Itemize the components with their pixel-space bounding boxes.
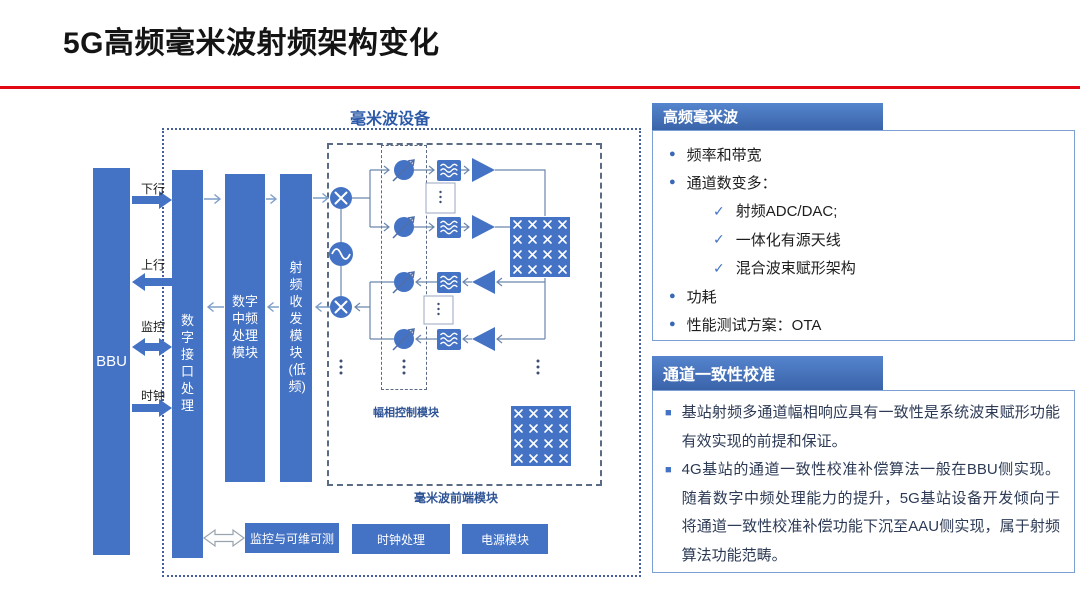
power-module-label: 电源模块 — [480, 532, 529, 547]
check-icon: ✓ — [713, 231, 725, 248]
list-item-text: 射频ADC/DAC; — [735, 203, 838, 221]
monitor-module-label: 监控与可维可测 — [249, 531, 334, 546]
list-item-text: 一体化有源天线 — [735, 231, 841, 249]
clock-label: 时钟 — [140, 389, 165, 403]
list-item: ● 频率和带宽 — [669, 140, 1066, 168]
title-underline — [0, 86, 1080, 89]
bbu-label: BBU — [96, 353, 127, 370]
list-item-text: 频率和带宽 — [686, 146, 762, 164]
panel-hf-title: 高频毫米波 — [663, 109, 739, 126]
list-item-text: 通道数变多： — [686, 175, 777, 193]
panel-calib-title: 通道一致性校准 — [663, 367, 776, 384]
list-item: ✓ 射频ADC/DAC; — [669, 197, 1066, 225]
list-item: ● 通道数变多： — [669, 168, 1066, 196]
power-module-box: 电源模块 — [462, 524, 548, 554]
panel-hf-header: 高频毫米波 — [652, 103, 883, 130]
list-item: ■ 4G基站的通道一致性校准补偿算法一般在BBU侧实现。随着数字中频处理能力的提… — [665, 456, 1060, 570]
square-bullet-icon: ■ — [665, 464, 672, 476]
clock-module-label: 时钟处理 — [376, 532, 425, 547]
bullet-icon: ● — [669, 289, 676, 302]
list-item: ✓ 一体化有源天线 — [669, 225, 1066, 253]
monitor-module-box: 监控与可维可测 — [245, 523, 339, 553]
phase-control-label: 幅相控制模块 — [373, 407, 439, 419]
bullet-icon: ● — [669, 176, 676, 189]
bullet-icon: ● — [669, 318, 676, 331]
panel-calib-body: ■ 基站射频多通道幅相响应具有一致性是系统波束赋形功能有效实现的前提和保证。 ■… — [652, 390, 1075, 573]
mmwave-frontend-box — [327, 143, 602, 486]
panel-channel-calibration: 通道一致性校准 ■ 基站射频多通道幅相响应具有一致性是系统波束赋形功能有效实现的… — [652, 356, 1075, 573]
list-item-text: 4G基站的通道一致性校准补偿算法一般在BBU侧实现。随着数字中频处理能力的提升，… — [681, 461, 1060, 564]
list-item: ✓ 混合波束赋形架构 — [669, 254, 1066, 282]
phase-control-box — [381, 145, 427, 390]
rf-transceiver-label: 射频收发模块(低频) — [288, 260, 306, 394]
list-item-text: 性能测试方案：OTA — [686, 317, 822, 335]
digital-if-label: 数字中频处理模块 — [231, 294, 258, 360]
square-bullet-icon: ■ — [665, 407, 672, 419]
panel-hf-mmwave: 高频毫米波 ● 频率和带宽 ● 通道数变多： ✓ 射频ADC/DAC; ✓ 一体 — [652, 103, 1075, 341]
panel-calib-header: 通道一致性校准 — [652, 356, 883, 390]
digital-interface-label: 数字接口处理 — [180, 313, 194, 413]
list-item: ■ 基站射频多通道幅相响应具有一致性是系统波束赋形功能有效实现的前提和保证。 — [665, 399, 1060, 456]
list-item-text: 功耗 — [686, 288, 717, 306]
list-item-text: 混合波束赋形架构 — [735, 260, 856, 278]
monitor-label: 监控 — [140, 320, 165, 334]
mmwave-frontend-label: 毫米波前端模块 — [413, 491, 498, 505]
list-item: ● 性能测试方案：OTA — [669, 310, 1066, 338]
bbu-block: BBU — [93, 168, 130, 555]
digital-if-block: 数字中频处理模块 — [225, 174, 265, 482]
bullet-icon: ● — [669, 147, 676, 160]
downlink-label: 下行 — [140, 182, 165, 196]
page-title: 5G高频毫米波射频架构变化 — [63, 27, 440, 60]
clock-module-box: 时钟处理 — [352, 524, 450, 554]
mmwave-device-label: 毫米波设备 — [349, 111, 430, 128]
list-item-text: 基站射频多通道幅相响应具有一致性是系统波束赋形功能有效实现的前提和保证。 — [681, 404, 1060, 450]
panel-hf-body: ● 频率和带宽 ● 通道数变多： ✓ 射频ADC/DAC; ✓ 一体化有源天线 … — [652, 130, 1075, 341]
check-icon: ✓ — [713, 259, 725, 276]
uplink-label: 上行 — [140, 258, 165, 272]
list-item: ● 功耗 — [669, 282, 1066, 310]
rf-transceiver-block: 射频收发模块(低频) — [280, 174, 312, 482]
check-icon: ✓ — [713, 202, 725, 219]
digital-interface-block: 数字接口处理 — [172, 170, 203, 558]
